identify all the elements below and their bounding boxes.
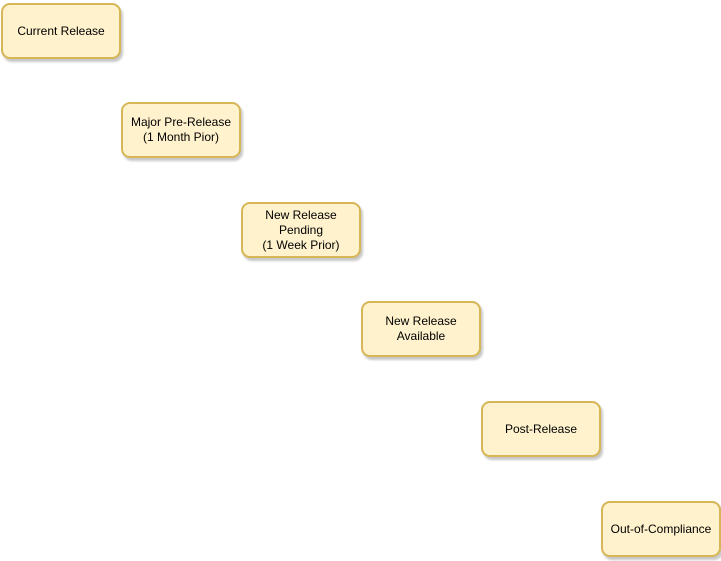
node-major-pre-release: Major Pre-Release (1 Month Pior) [121,102,241,158]
node-new-release-available: New Release Available [361,301,481,357]
node-current-release: Current Release [1,3,121,59]
node-out-of-compliance: Out-of-Compliance [601,501,721,557]
node-new-release-available-label: New Release Available [385,314,457,343]
node-out-of-compliance-label: Out-of-Compliance [610,521,712,536]
node-current-release-label: Current Release [17,23,105,38]
node-new-release-pending-label: New Release Pending (1 Week Prior) [262,207,340,252]
node-post-release-label: Post-Release [504,421,578,436]
node-post-release: Post-Release [481,401,601,457]
node-major-pre-release-label: Major Pre-Release (1 Month Pior) [130,115,232,144]
node-new-release-pending: New Release Pending (1 Week Prior) [241,202,361,258]
